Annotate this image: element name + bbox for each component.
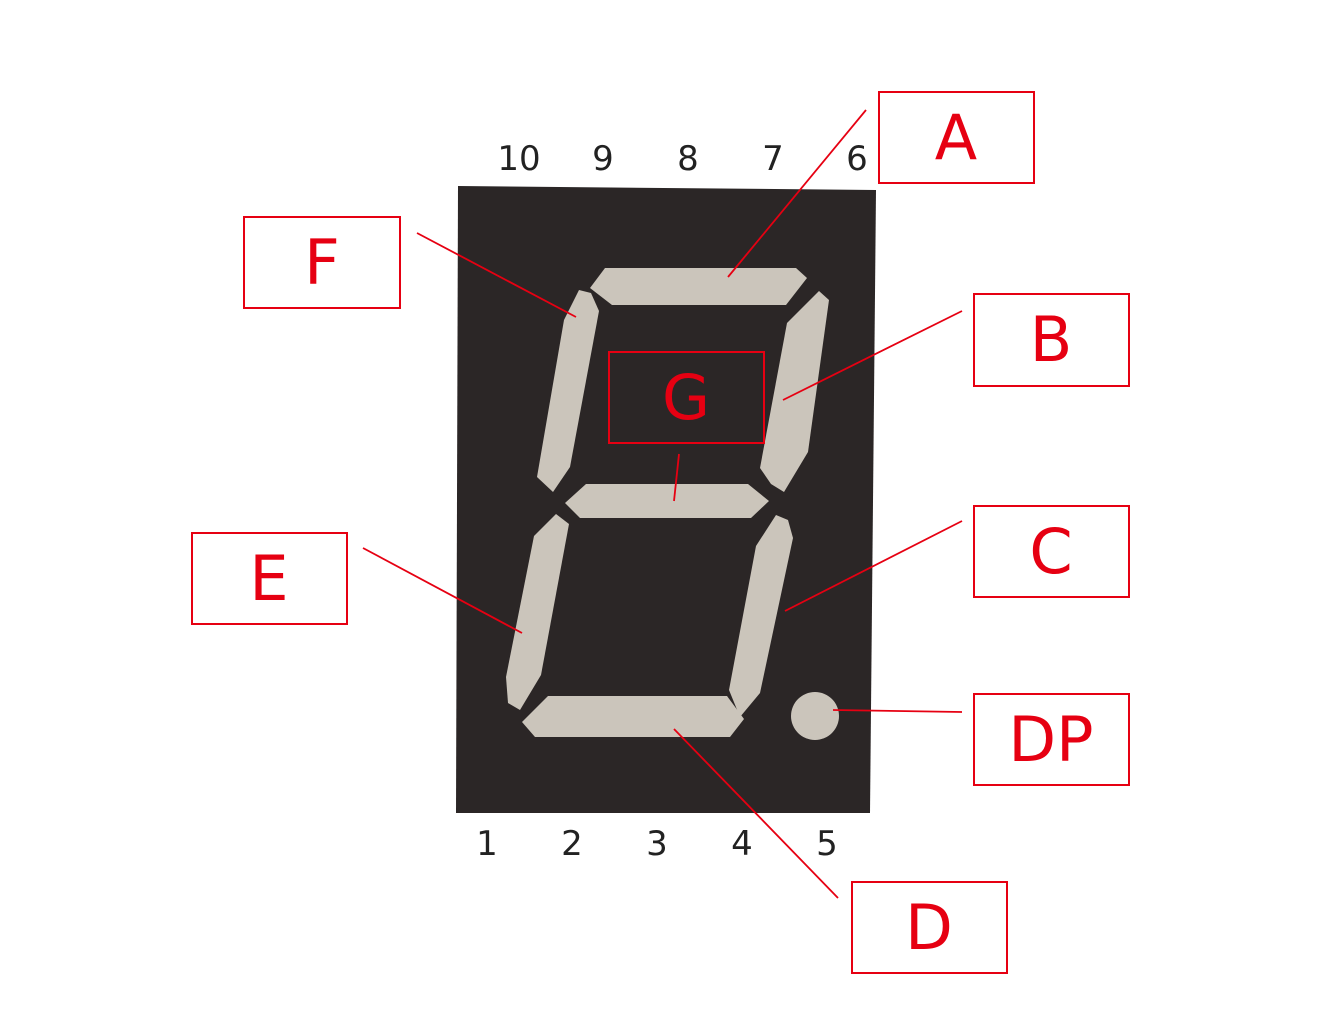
callout-e-box	[191, 532, 348, 625]
callout-e-label: E	[249, 542, 288, 615]
segment-b	[760, 291, 829, 492]
callout-c-box	[973, 505, 1130, 598]
pin-label-3: 3	[646, 824, 668, 864]
pin-label-1: 1	[476, 824, 498, 864]
callout-b-box	[973, 293, 1130, 387]
callout-f-box	[243, 216, 401, 309]
leader-a	[727, 109, 867, 278]
callout-a-label: A	[935, 101, 977, 174]
callout-a-box	[878, 91, 1035, 184]
segment-f	[537, 290, 599, 492]
callout-d: D	[851, 881, 1008, 974]
pin-labels-top: 10 9 8 7 6	[497, 139, 867, 179]
pin-label-9: 9	[592, 139, 614, 179]
leader-b	[782, 310, 963, 401]
callout-b-label: B	[1030, 303, 1073, 376]
callout-g: G	[608, 351, 765, 444]
segment-c	[729, 515, 793, 717]
pin-label-2: 2	[561, 824, 583, 864]
leader-d	[673, 728, 839, 899]
leader-f	[416, 232, 577, 318]
pin-label-7: 7	[762, 139, 784, 179]
callout-g-label: G	[662, 361, 710, 434]
callout-d-label: D	[905, 891, 953, 964]
pin-label-8: 8	[677, 139, 699, 179]
pin-label-10: 10	[497, 139, 540, 179]
leader-e	[362, 547, 523, 634]
callout-dp: DP	[973, 693, 1130, 786]
callout-e: E	[191, 532, 348, 625]
callout-c-label: C	[1029, 515, 1072, 588]
callout-f: F	[243, 216, 401, 309]
segment-dp	[791, 692, 839, 740]
segment-e	[506, 514, 569, 710]
callout-g-box	[608, 351, 765, 444]
pin-label-4: 4	[731, 824, 753, 864]
segment-d	[522, 696, 744, 737]
leader-c	[784, 520, 963, 612]
callout-dp-box	[973, 693, 1130, 786]
leader-dp	[832, 709, 963, 713]
callout-dp-label: DP	[1008, 703, 1093, 776]
leader-lines	[362, 109, 963, 899]
pin-labels-bottom: 1 2 3 4 5	[476, 824, 838, 864]
pin-label-6: 6	[846, 139, 868, 179]
callout-d-box	[851, 881, 1008, 974]
callout-b: B	[973, 293, 1130, 387]
segment-g	[565, 484, 769, 518]
callout-c: C	[973, 505, 1130, 598]
pin-label-5: 5	[816, 824, 838, 864]
segment-a	[590, 268, 807, 305]
segments	[506, 268, 839, 740]
callout-a: A	[878, 91, 1035, 184]
callout-f-label: F	[304, 226, 340, 299]
leader-g	[673, 453, 680, 502]
